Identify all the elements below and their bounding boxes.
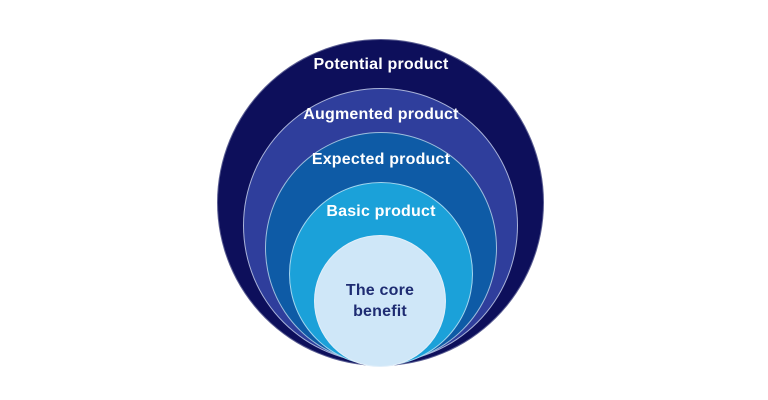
label-expected-product: Expected product bbox=[311, 151, 451, 168]
label-potential-product: Potential product bbox=[313, 56, 449, 73]
label-core-benefit: The core benefit bbox=[345, 282, 415, 320]
label-basic-product: Basic product bbox=[326, 203, 436, 220]
label-augmented-product: Augmented product bbox=[303, 106, 459, 123]
circle-core-benefit bbox=[314, 235, 446, 367]
